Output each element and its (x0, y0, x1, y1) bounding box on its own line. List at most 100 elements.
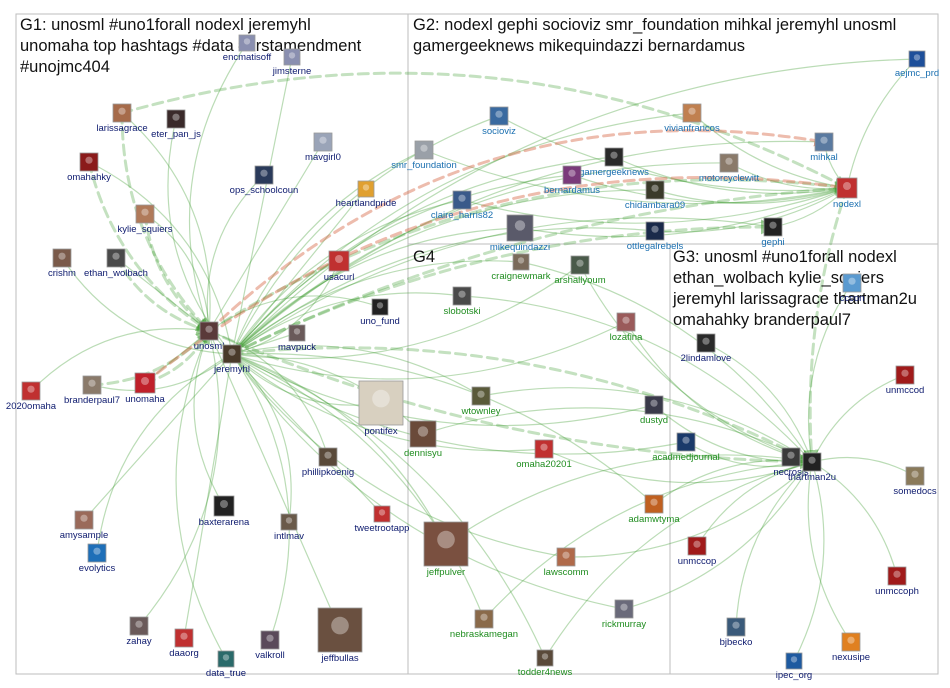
node-adamwtyma[interactable]: adamwtyma (628, 495, 680, 525)
avatar-head-shape (335, 255, 343, 263)
node-evolytics[interactable]: evolytics (79, 544, 116, 574)
node-data_true[interactable]: data_true (206, 651, 246, 679)
node-unmccop[interactable]: unmccop (678, 537, 717, 567)
node-acadmedjournal[interactable]: acadmedjournal (652, 433, 720, 463)
node-label: rickmurray (602, 619, 647, 630)
node-label: ethan_wolbach (84, 268, 148, 279)
node-intlmav[interactable]: intlmav (274, 514, 304, 542)
node-ottlegalrebels[interactable]: ottlegalrebels (627, 222, 684, 252)
avatar-head-shape (266, 635, 273, 642)
node-label: smr_foundation (391, 160, 456, 171)
avatar-head-shape (420, 145, 427, 152)
node-pontifex[interactable]: pontifex (359, 381, 403, 437)
edge-jeremyhl-nebraskamegan (232, 354, 484, 619)
node-nexusipe[interactable]: nexusipe (832, 633, 870, 663)
avatar-head-shape (769, 222, 776, 229)
node-baxterarena[interactable]: baxterarena (199, 496, 250, 528)
avatar-head-shape (901, 370, 908, 377)
node-label: tweetrootapp (355, 523, 410, 534)
node-jeffpulver[interactable]: jeffpulver (424, 522, 468, 578)
node-daaorg[interactable]: daaorg (169, 629, 199, 659)
avatar-head-shape (620, 604, 627, 611)
node-label: mihkal (810, 152, 837, 163)
node-label: gephi (761, 237, 784, 248)
node-amysample[interactable]: amysample (60, 511, 109, 541)
node-motorcyclewitt[interactable]: motorcyclewitt (699, 154, 760, 184)
avatar-head-shape (848, 278, 855, 285)
node-jeffbullas[interactable]: jeffbullas (318, 608, 362, 664)
node-todder4news[interactable]: todder4news (518, 650, 573, 678)
avatar-head-shape (568, 170, 575, 177)
node-vivianfrancos[interactable]: vivianfrancos (664, 104, 720, 134)
node-label: kylie_squiers (118, 224, 173, 235)
node-label: gamergeeknews (579, 167, 649, 178)
node-2020omaha[interactable]: 2020omaha (6, 382, 57, 412)
avatar-head-shape (650, 400, 657, 407)
node-mavgirl0[interactable]: mavgirl0 (305, 133, 341, 163)
group-title-g4: G4 (413, 248, 435, 266)
node-label: daaorg (169, 648, 199, 659)
node-bjbecko[interactable]: bjbecko (720, 618, 753, 648)
node-label: ottlegalrebels (627, 241, 684, 252)
avatar-head-shape (223, 654, 229, 660)
node-arshallyoum[interactable]: arshallyoum (554, 256, 605, 286)
node-branderpaul7[interactable]: branderpaul7 (64, 376, 120, 406)
avatar-head-shape (58, 253, 65, 260)
node-layer: encmatisoffjimsternelarissagraceeter_pan… (6, 35, 939, 681)
node-label: adamwtyma (628, 514, 680, 525)
node-ethan_wolbach[interactable]: ethan_wolbach (84, 249, 148, 279)
node-lawscomm[interactable]: lawscomm (544, 548, 589, 578)
node-dennisyu[interactable]: dennisyu (404, 421, 442, 459)
node-gephi[interactable]: gephi (761, 218, 784, 248)
avatar-head-shape (682, 437, 689, 444)
node-label: unomaha (125, 394, 165, 405)
node-nebraskamegan[interactable]: nebraskamegan (450, 610, 518, 640)
node-unmccoph[interactable]: unmccoph (875, 567, 919, 597)
avatar-head-shape (688, 108, 695, 115)
node-label: usacurl (324, 272, 355, 283)
node-craignewmark[interactable]: craignewmark (491, 254, 550, 282)
node-nodexl[interactable]: nodexl (833, 178, 861, 210)
node-kylie_squiers[interactable]: kylie_squiers (118, 205, 173, 235)
avatar-head-shape (495, 111, 502, 118)
node-phillipkoenig[interactable]: phillipkoenig (302, 448, 354, 478)
node-label: uno_fund (360, 316, 400, 327)
node-cccon[interactable]: cccon (840, 274, 865, 304)
avatar-head-shape (294, 328, 300, 334)
node-somedocs[interactable]: somedocs (893, 467, 937, 497)
node-2lindamlove[interactable]: 2lindamlove (681, 334, 732, 364)
group-title-g2: G2: nodexl gephi socioviz smr_foundation… (413, 16, 896, 55)
avatar-head-shape (141, 209, 148, 216)
node-label: intlmav (274, 531, 304, 542)
node-label: ops_schoolcoun (230, 185, 299, 196)
node-slobotski[interactable]: slobotski (444, 287, 481, 317)
node-label: data_true (206, 668, 246, 679)
node-label: 2020omaha (6, 401, 57, 412)
node-ipec_org[interactable]: ipec_org (776, 653, 812, 681)
node-valkroll[interactable]: valkroll (255, 631, 285, 661)
node-smr_foundation[interactable]: smr_foundation (391, 141, 456, 171)
node-crishm[interactable]: crishm (48, 249, 76, 279)
node-wtownley[interactable]: wtownley (460, 387, 500, 417)
avatar-head-shape (911, 471, 918, 478)
node-label: acadmedjournal (652, 452, 720, 463)
node-gamergeeknews[interactable]: gamergeeknews (579, 148, 649, 178)
node-mihkal[interactable]: mihkal (810, 133, 837, 163)
node-label: mikequindazzi (490, 242, 550, 253)
node-peter_pan_js[interactable]: eter_pan_js (151, 110, 201, 140)
avatar-head-shape (85, 157, 92, 164)
node-unosml[interactable]: unosml (194, 322, 225, 352)
node-label: somedocs (893, 486, 937, 497)
node-aejmc_prd[interactable]: aejmc_prd (895, 51, 939, 79)
edge-thartman2u-bjbecko (736, 462, 812, 627)
node-label: lozafina (610, 332, 643, 343)
node-heartlandpride[interactable]: heartlandpride (336, 181, 397, 209)
node-omaha20201[interactable]: omaha20201 (516, 440, 571, 470)
node-omahahky[interactable]: omahahky (67, 153, 111, 183)
node-zahay[interactable]: zahay (126, 617, 152, 647)
group-title-line: omahahky branderpaul7 (673, 311, 851, 329)
node-label: amysample (60, 530, 109, 541)
node-label: cccon (840, 293, 865, 304)
edge-unosml-2020omaha (31, 329, 209, 391)
node-ops_schoolcoun[interactable]: ops_schoolcoun (230, 166, 299, 196)
